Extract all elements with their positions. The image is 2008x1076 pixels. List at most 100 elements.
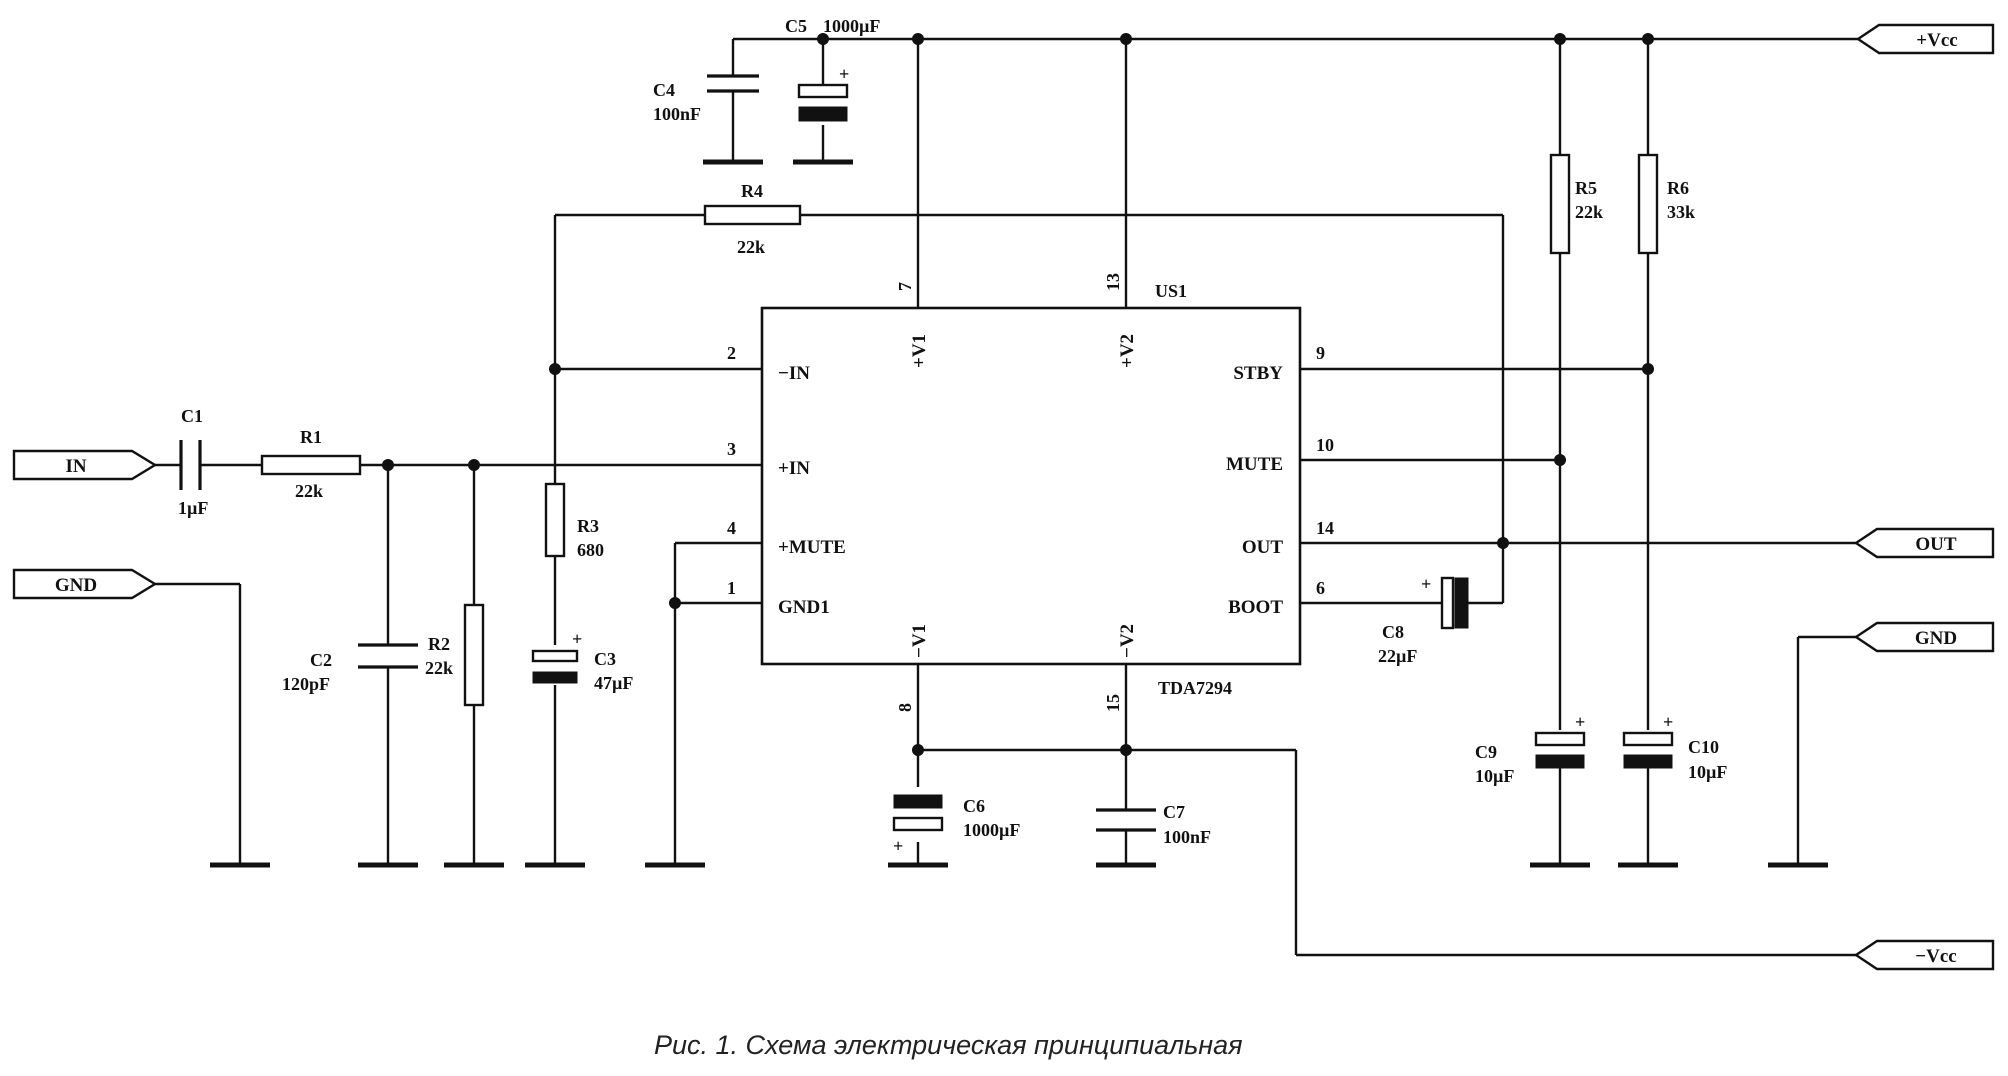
junction-dot — [549, 363, 561, 375]
ic-part: TDA7294 — [1158, 678, 1232, 698]
wires — [155, 37, 1858, 957]
svg-text:C2: C2 — [310, 650, 332, 670]
pin-number: 6 — [1316, 578, 1325, 598]
pin-name: MUTE — [1226, 454, 1283, 475]
svg-text:1µF: 1µF — [178, 498, 208, 518]
ports: IN GND +Vcc OUT GND −Vcc — [12, 23, 1995, 971]
pin-name: −V1 — [909, 624, 930, 658]
junction-dot — [382, 459, 394, 471]
svg-text:C6: C6 — [963, 796, 985, 816]
pin-number: 2 — [727, 343, 736, 363]
svg-text:IN: IN — [65, 456, 86, 477]
pin-number: 10 — [1316, 435, 1334, 455]
svg-text:680: 680 — [577, 540, 604, 560]
pin-name: +IN — [778, 458, 810, 479]
capacitor-c5: + C5 1000µF — [785, 16, 880, 122]
pin-number: 9 — [1316, 343, 1325, 363]
capacitor-c8: + C8 22µF — [1378, 574, 1469, 666]
junction-dot — [1120, 744, 1132, 756]
svg-text:22k: 22k — [1575, 202, 1603, 222]
pin-number: 8 — [895, 703, 915, 712]
svg-text:GND: GND — [55, 575, 97, 596]
capacitor-c7: C7 100nF — [1096, 802, 1211, 847]
svg-text:22k: 22k — [295, 481, 323, 501]
svg-text:+: + — [572, 629, 582, 649]
capacitor-c1: C1 1µF — [178, 406, 208, 518]
junction-dot — [1554, 33, 1566, 45]
pin-number: 4 — [727, 518, 736, 538]
svg-text:+Vcc: +Vcc — [1916, 30, 1957, 51]
ground-symbols — [210, 159, 1828, 868]
svg-text:OUT: OUT — [1915, 534, 1957, 555]
junction-dot — [1554, 454, 1566, 466]
pin-number: 1 — [727, 578, 736, 598]
svg-text:+: + — [893, 836, 903, 856]
svg-text:C9: C9 — [1475, 742, 1497, 762]
pin-name: STBY — [1233, 363, 1283, 384]
resistor-r3: R3 680 — [544, 482, 604, 560]
port-out: OUT — [1853, 527, 1995, 559]
svg-text:R2: R2 — [428, 634, 450, 654]
pin-name: +V1 — [909, 334, 930, 368]
svg-text:22k: 22k — [737, 237, 765, 257]
junctions — [382, 33, 1654, 756]
svg-text:33k: 33k — [1667, 202, 1695, 222]
junction-dot — [1642, 363, 1654, 375]
svg-text:C10: C10 — [1688, 737, 1719, 757]
port-gnd-left: GND — [12, 568, 158, 600]
capacitor-c6: + C6 1000µF — [892, 794, 1020, 856]
pin-number: 3 — [727, 439, 736, 459]
svg-text:C5: C5 — [785, 16, 807, 36]
svg-text:R6: R6 — [1667, 178, 1689, 198]
svg-text:C4: C4 — [653, 80, 675, 100]
capacitor-c4: C4 100nF — [653, 74, 759, 124]
pin-name: +V2 — [1117, 334, 1138, 368]
ic-ref: US1 — [1155, 281, 1187, 301]
resistor-r5: R5 22k — [1549, 153, 1603, 255]
pin-name: −IN — [778, 363, 810, 384]
svg-text:C1: C1 — [181, 406, 203, 426]
capacitor-c2: C2 120pF — [282, 643, 418, 694]
capacitor-c9: + C9 10µF — [1475, 712, 1585, 786]
pin-name: BOOT — [1228, 597, 1283, 618]
svg-text:47µF: 47µF — [594, 673, 633, 693]
port-gnd-right: GND — [1853, 621, 1995, 653]
resistor-r6: R6 33k — [1637, 153, 1695, 255]
svg-text:+: + — [839, 64, 849, 84]
svg-text:R5: R5 — [1575, 178, 1597, 198]
pin-number: 15 — [1103, 694, 1123, 712]
ic-tda7294: US1 TDA7294 2 −IN 3 +IN 4 +MUTE 1 GND1 9… — [727, 273, 1334, 712]
pin-name: +MUTE — [778, 537, 846, 558]
pin-number: 13 — [1103, 273, 1123, 291]
svg-text:100nF: 100nF — [1163, 827, 1211, 847]
capacitor-c10: + C10 10µF — [1622, 712, 1727, 782]
pin-name: GND1 — [778, 597, 830, 618]
svg-text:R3: R3 — [577, 516, 599, 536]
resistor-r2: R2 22k — [425, 603, 485, 707]
junction-dot — [817, 33, 829, 45]
figure-caption: Рис. 1. Схема электрическая принципиальн… — [654, 1030, 1243, 1060]
svg-text:C8: C8 — [1382, 622, 1404, 642]
svg-text:100nF: 100nF — [653, 104, 701, 124]
junction-dot — [468, 459, 480, 471]
svg-text:22µF: 22µF — [1378, 646, 1417, 666]
junction-dot — [1497, 537, 1509, 549]
capacitor-c3: + C3 47µF — [531, 629, 633, 693]
pin-number: 7 — [895, 282, 915, 291]
svg-text:R1: R1 — [300, 427, 322, 447]
junction-dot — [1642, 33, 1654, 45]
svg-text:120pF: 120pF — [282, 674, 330, 694]
pin-name: −V2 — [1117, 624, 1138, 658]
svg-text:1000µF: 1000µF — [823, 16, 880, 36]
junction-dot — [912, 33, 924, 45]
resistor-r1: R1 22k — [260, 427, 362, 501]
svg-text:GND: GND — [1915, 628, 1957, 649]
port-vcc-positive: +Vcc — [1855, 23, 1995, 55]
svg-text:10µF: 10µF — [1475, 766, 1514, 786]
svg-text:−Vcc: −Vcc — [1915, 946, 1956, 967]
pin-name: OUT — [1242, 537, 1284, 558]
junction-dot — [912, 744, 924, 756]
svg-text:+: + — [1575, 712, 1585, 732]
svg-text:1000µF: 1000µF — [963, 820, 1020, 840]
